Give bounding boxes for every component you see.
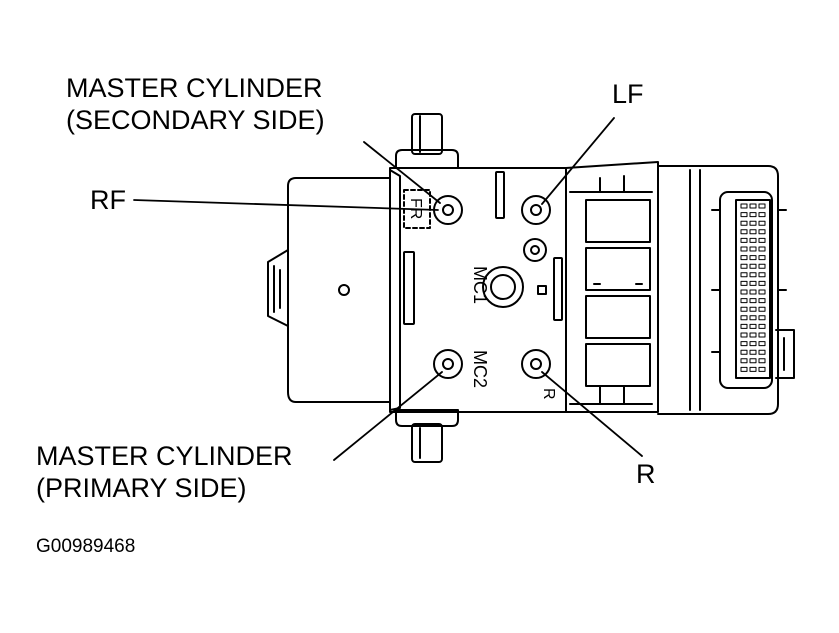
mc-primary-leader <box>333 371 443 461</box>
connector-pin <box>749 366 757 372</box>
connector-pin <box>758 255 766 261</box>
connector-pin <box>740 220 748 226</box>
r-leader <box>541 371 643 457</box>
connector-pin <box>740 341 748 347</box>
connector-pin <box>758 366 766 372</box>
connector-pin <box>749 272 757 278</box>
connector-pin <box>749 237 757 243</box>
connector-pin <box>749 332 757 338</box>
r-body-mark: R <box>540 388 557 400</box>
mc-primary-label-line2: (PRIMARY SIDE) <box>36 473 247 503</box>
mc-secondary-leader <box>363 141 441 204</box>
figure-id: G00989468 <box>36 536 136 557</box>
connector-pin <box>749 280 757 286</box>
connector-pin <box>740 280 748 286</box>
connector-pin <box>758 349 766 355</box>
lf-port <box>521 195 551 225</box>
connector-pin <box>740 246 748 252</box>
r-label: R <box>636 459 656 489</box>
connector-pin <box>740 203 748 209</box>
bottom-pipe-fitting <box>395 409 459 463</box>
connector-pin <box>758 358 766 364</box>
connector-pin <box>758 237 766 243</box>
connector-pin <box>758 332 766 338</box>
mc-primary-label-line1: MASTER CYLINDER <box>36 441 293 471</box>
connector-housing <box>657 165 795 415</box>
connector-pin <box>740 229 748 235</box>
connector-pin <box>749 220 757 226</box>
fr-body-mark: FR <box>407 198 424 219</box>
connector-pin <box>740 237 748 243</box>
connector-pin <box>740 263 748 269</box>
connector-pin <box>749 203 757 209</box>
top-pipe-fitting <box>395 113 459 169</box>
connector-pin <box>758 263 766 269</box>
connector-pin <box>749 323 757 329</box>
mc2-body-mark: MC2 <box>470 350 490 388</box>
connector-pin <box>758 289 766 295</box>
connector-pin <box>740 332 748 338</box>
lf-leader <box>541 117 615 205</box>
small-port <box>523 238 547 262</box>
connector-pin <box>758 246 766 252</box>
mc1-body-mark: MC1 <box>470 266 490 304</box>
connector-pin <box>740 272 748 278</box>
connector-pin <box>740 323 748 329</box>
solenoid-section <box>565 161 659 413</box>
connector-pin <box>740 358 748 364</box>
leader-lines <box>133 117 643 461</box>
mc-secondary-label-line2: (SECONDARY SIDE) <box>66 105 325 135</box>
mc2-port <box>433 349 463 379</box>
connector-pin <box>740 289 748 295</box>
connector-pin <box>758 280 766 286</box>
connector-pin <box>740 306 748 312</box>
connector-pin <box>749 341 757 347</box>
connector-pin <box>740 349 748 355</box>
mc-primary-label: MASTER CYLINDER (PRIMARY SIDE) <box>36 440 293 504</box>
connector-pin <box>758 306 766 312</box>
mc-secondary-label-line1: MASTER CYLINDER <box>66 73 323 103</box>
lf-label: LF <box>612 79 644 109</box>
connector-pins <box>740 203 766 372</box>
connector-pin <box>740 255 748 261</box>
connector-pin <box>749 289 757 295</box>
connector-pin <box>749 212 757 218</box>
connector-pin <box>740 298 748 304</box>
connector-pin <box>758 341 766 347</box>
rf-label: RF <box>90 185 126 215</box>
connector-pin <box>758 272 766 278</box>
mc1-port <box>482 266 524 308</box>
connector-pin <box>749 306 757 312</box>
connector-pin <box>758 323 766 329</box>
connector-pin <box>749 298 757 304</box>
connector-pin <box>740 366 748 372</box>
connector-pin <box>749 349 757 355</box>
connector-pin <box>749 229 757 235</box>
connector-pin <box>758 220 766 226</box>
connector-pin <box>740 212 748 218</box>
connector-pin <box>740 315 748 321</box>
connector-pin <box>758 315 766 321</box>
r-port <box>521 349 551 379</box>
connector-pin <box>758 298 766 304</box>
mc-secondary-label: MASTER CYLINDER (SECONDARY SIDE) <box>66 72 325 136</box>
connector-pin <box>749 315 757 321</box>
connector-pin <box>749 263 757 269</box>
connector-pin <box>758 203 766 209</box>
motor-housing <box>267 177 391 403</box>
connector-pin <box>758 229 766 235</box>
connector-pin <box>758 212 766 218</box>
rf-leader <box>133 199 439 211</box>
connector-pin <box>749 358 757 364</box>
connector-pin <box>749 255 757 261</box>
connector-pin <box>749 246 757 252</box>
